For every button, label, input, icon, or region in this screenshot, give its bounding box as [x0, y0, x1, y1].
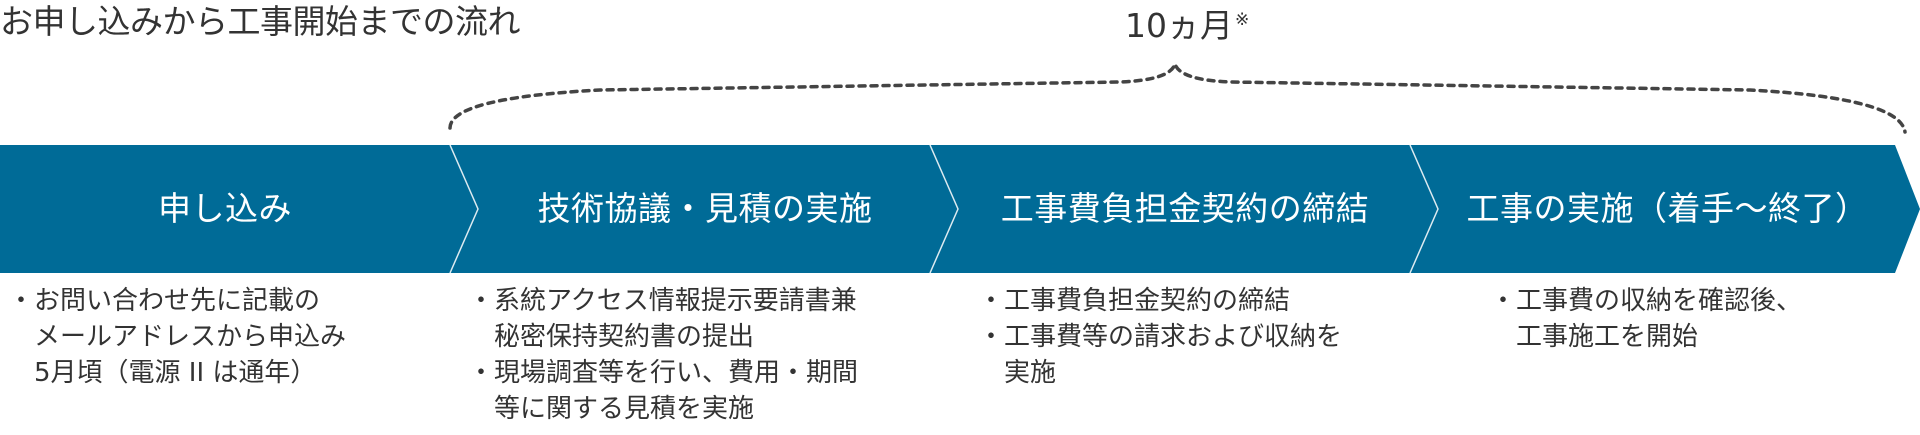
step-shape-1: [0, 145, 478, 273]
step-separator-1: [449, 145, 479, 273]
process-arrow-shape: [0, 145, 1920, 273]
description-item: 現場調査等を行い、費用・期間 等に関する見積を実施: [468, 355, 859, 427]
description-item: 系統アクセス情報提示要請書兼 秘密保持契約書の提出: [468, 283, 858, 355]
duration-brace: [448, 58, 1907, 134]
description-line: 系統アクセス情報提示要請書兼: [494, 286, 857, 316]
description-line: 実施: [1004, 358, 1057, 388]
description-line: 等に関する見積を実施: [494, 394, 755, 424]
description-line: お問い合わせ先に記載の: [34, 286, 321, 316]
step-separator-3: [1409, 145, 1439, 273]
description-line: メールアドレスから申込み: [34, 322, 347, 352]
step-description-1: お問い合わせ先に記載の メールアドレスから申込み 5月頃（電源 II は通年）: [8, 283, 347, 391]
description-line: 工事費等の請求および収納を: [1004, 322, 1343, 352]
description-line: 工事費負担金契約の締結: [1004, 286, 1291, 316]
process-arrow-bar: 申し込み 技術協議・見積の実施 工事費負担金契約の締結 工事の実施（着手～終了）: [0, 145, 1920, 273]
step-label-1: 申し込み: [158, 189, 292, 228]
description-item: 工事費等の請求および収納を 実施: [978, 319, 1343, 391]
step-shape-2: [450, 145, 958, 273]
step-shape-3: [930, 145, 1438, 273]
step-description-4: 工事費の収納を確認後、 工事施工を開始: [1490, 283, 1803, 355]
duration-value: 10ヵ月: [1125, 6, 1233, 45]
description-item: お問い合わせ先に記載の メールアドレスから申込み 5月頃（電源 II は通年）: [8, 283, 347, 391]
step-label-2: 技術協議・見積の実施: [537, 189, 873, 228]
step-description-3: 工事費負担金契約の締結 工事費等の請求および収納を 実施: [978, 283, 1343, 391]
page-title: お申し込みから工事開始までの流れ: [0, 2, 521, 41]
step-label-4: 工事の実施（着手～終了）: [1466, 189, 1869, 228]
step-description-2: 系統アクセス情報提示要請書兼 秘密保持契約書の提出 現場調査等を行い、費用・期間…: [468, 283, 859, 427]
description-item: 工事費の収納を確認後、 工事施工を開始: [1490, 283, 1803, 355]
description-line: 秘密保持契約書の提出: [494, 322, 755, 352]
description-line: 工事費の収納を確認後、: [1516, 286, 1803, 316]
duration-label: 10ヵ月※: [1125, 6, 1249, 46]
duration-note-mark: ※: [1235, 10, 1250, 30]
step-shape-4: [1410, 145, 1920, 273]
step-label-3: 工事費負担金契約の締結: [1000, 189, 1370, 228]
description-line: 工事施工を開始: [1516, 322, 1699, 352]
description-line: 5月頃（電源 II は通年）: [34, 358, 317, 388]
step-separator-2: [929, 145, 959, 273]
description-line: 現場調査等を行い、費用・期間: [494, 358, 859, 388]
description-item: 工事費負担金契約の締結: [978, 283, 1342, 319]
